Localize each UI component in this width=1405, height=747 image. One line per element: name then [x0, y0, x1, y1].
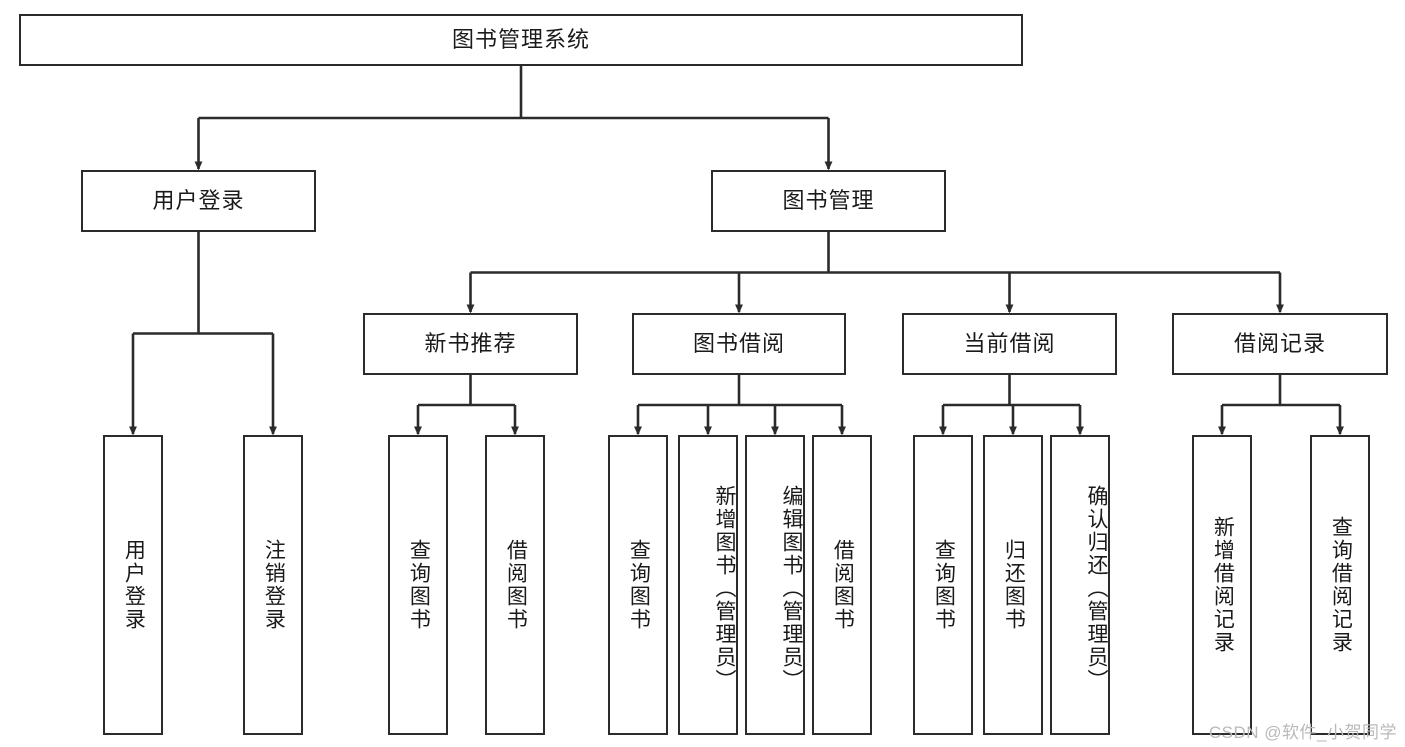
node-book-manage[interactable]: 图书管理 [711, 170, 946, 232]
node-label: 查询图书 [407, 539, 431, 631]
node-leaf-cur-confirm[interactable]: 确认归还（管理员） [1050, 435, 1110, 735]
node-label: 图书管理 [782, 187, 875, 213]
node-leaf-rec-add[interactable]: 新增借阅记录 [1192, 435, 1252, 735]
node-leaf-borrow-lend[interactable]: 借阅图书 [812, 435, 872, 735]
node-label: 归还图书 [1002, 539, 1026, 631]
csdn-watermark: CSDN @软件_小贺同学 [1208, 723, 1397, 742]
node-label: 编辑图书（管理员） [780, 484, 803, 692]
node-leaf-cur-return[interactable]: 归还图书 [983, 435, 1043, 735]
node-label: 确认归还（管理员） [1085, 484, 1108, 692]
node-leaf-borrow-edit[interactable]: 编辑图书（管理员） [745, 435, 805, 735]
node-label: 借阅记录 [1233, 330, 1326, 356]
node-label: 查询借阅记录 [1329, 516, 1353, 654]
node-label: 图书管理系统 [451, 26, 590, 52]
node-label: 用户登录 [122, 539, 146, 631]
node-label: 借阅图书 [831, 539, 855, 631]
node-label: 图书借阅 [692, 330, 785, 356]
node-leaf-user-login[interactable]: 用户登录 [103, 435, 163, 735]
node-label: 查询图书 [627, 539, 651, 631]
node-leaf-user-logout[interactable]: 注销登录 [243, 435, 303, 735]
node-label: 新书推荐 [424, 330, 517, 356]
node-borrow-records[interactable]: 借阅记录 [1172, 313, 1388, 375]
node-label: 用户登录 [152, 187, 245, 213]
node-leaf-rec-query2[interactable]: 查询借阅记录 [1310, 435, 1370, 735]
node-label: 查询图书 [932, 539, 956, 631]
node-leaf-rec-query[interactable]: 查询图书 [388, 435, 448, 735]
node-user-login[interactable]: 用户登录 [81, 170, 316, 232]
node-label: 当前借阅 [963, 330, 1056, 356]
node-root[interactable]: 图书管理系统 [19, 14, 1023, 66]
node-label: 新增图书（管理员） [713, 484, 736, 692]
node-leaf-borrow-query[interactable]: 查询图书 [608, 435, 668, 735]
node-label: 借阅图书 [504, 539, 528, 631]
node-leaf-cur-query[interactable]: 查询图书 [913, 435, 973, 735]
node-new-book-rec[interactable]: 新书推荐 [363, 313, 578, 375]
node-leaf-borrow-add[interactable]: 新增图书（管理员） [678, 435, 738, 735]
node-label: 注销登录 [262, 539, 286, 631]
node-current-borrow[interactable]: 当前借阅 [902, 313, 1117, 375]
node-label: 新增借阅记录 [1211, 516, 1235, 654]
node-leaf-rec-borrow[interactable]: 借阅图书 [485, 435, 545, 735]
node-book-borrow[interactable]: 图书借阅 [632, 313, 846, 375]
